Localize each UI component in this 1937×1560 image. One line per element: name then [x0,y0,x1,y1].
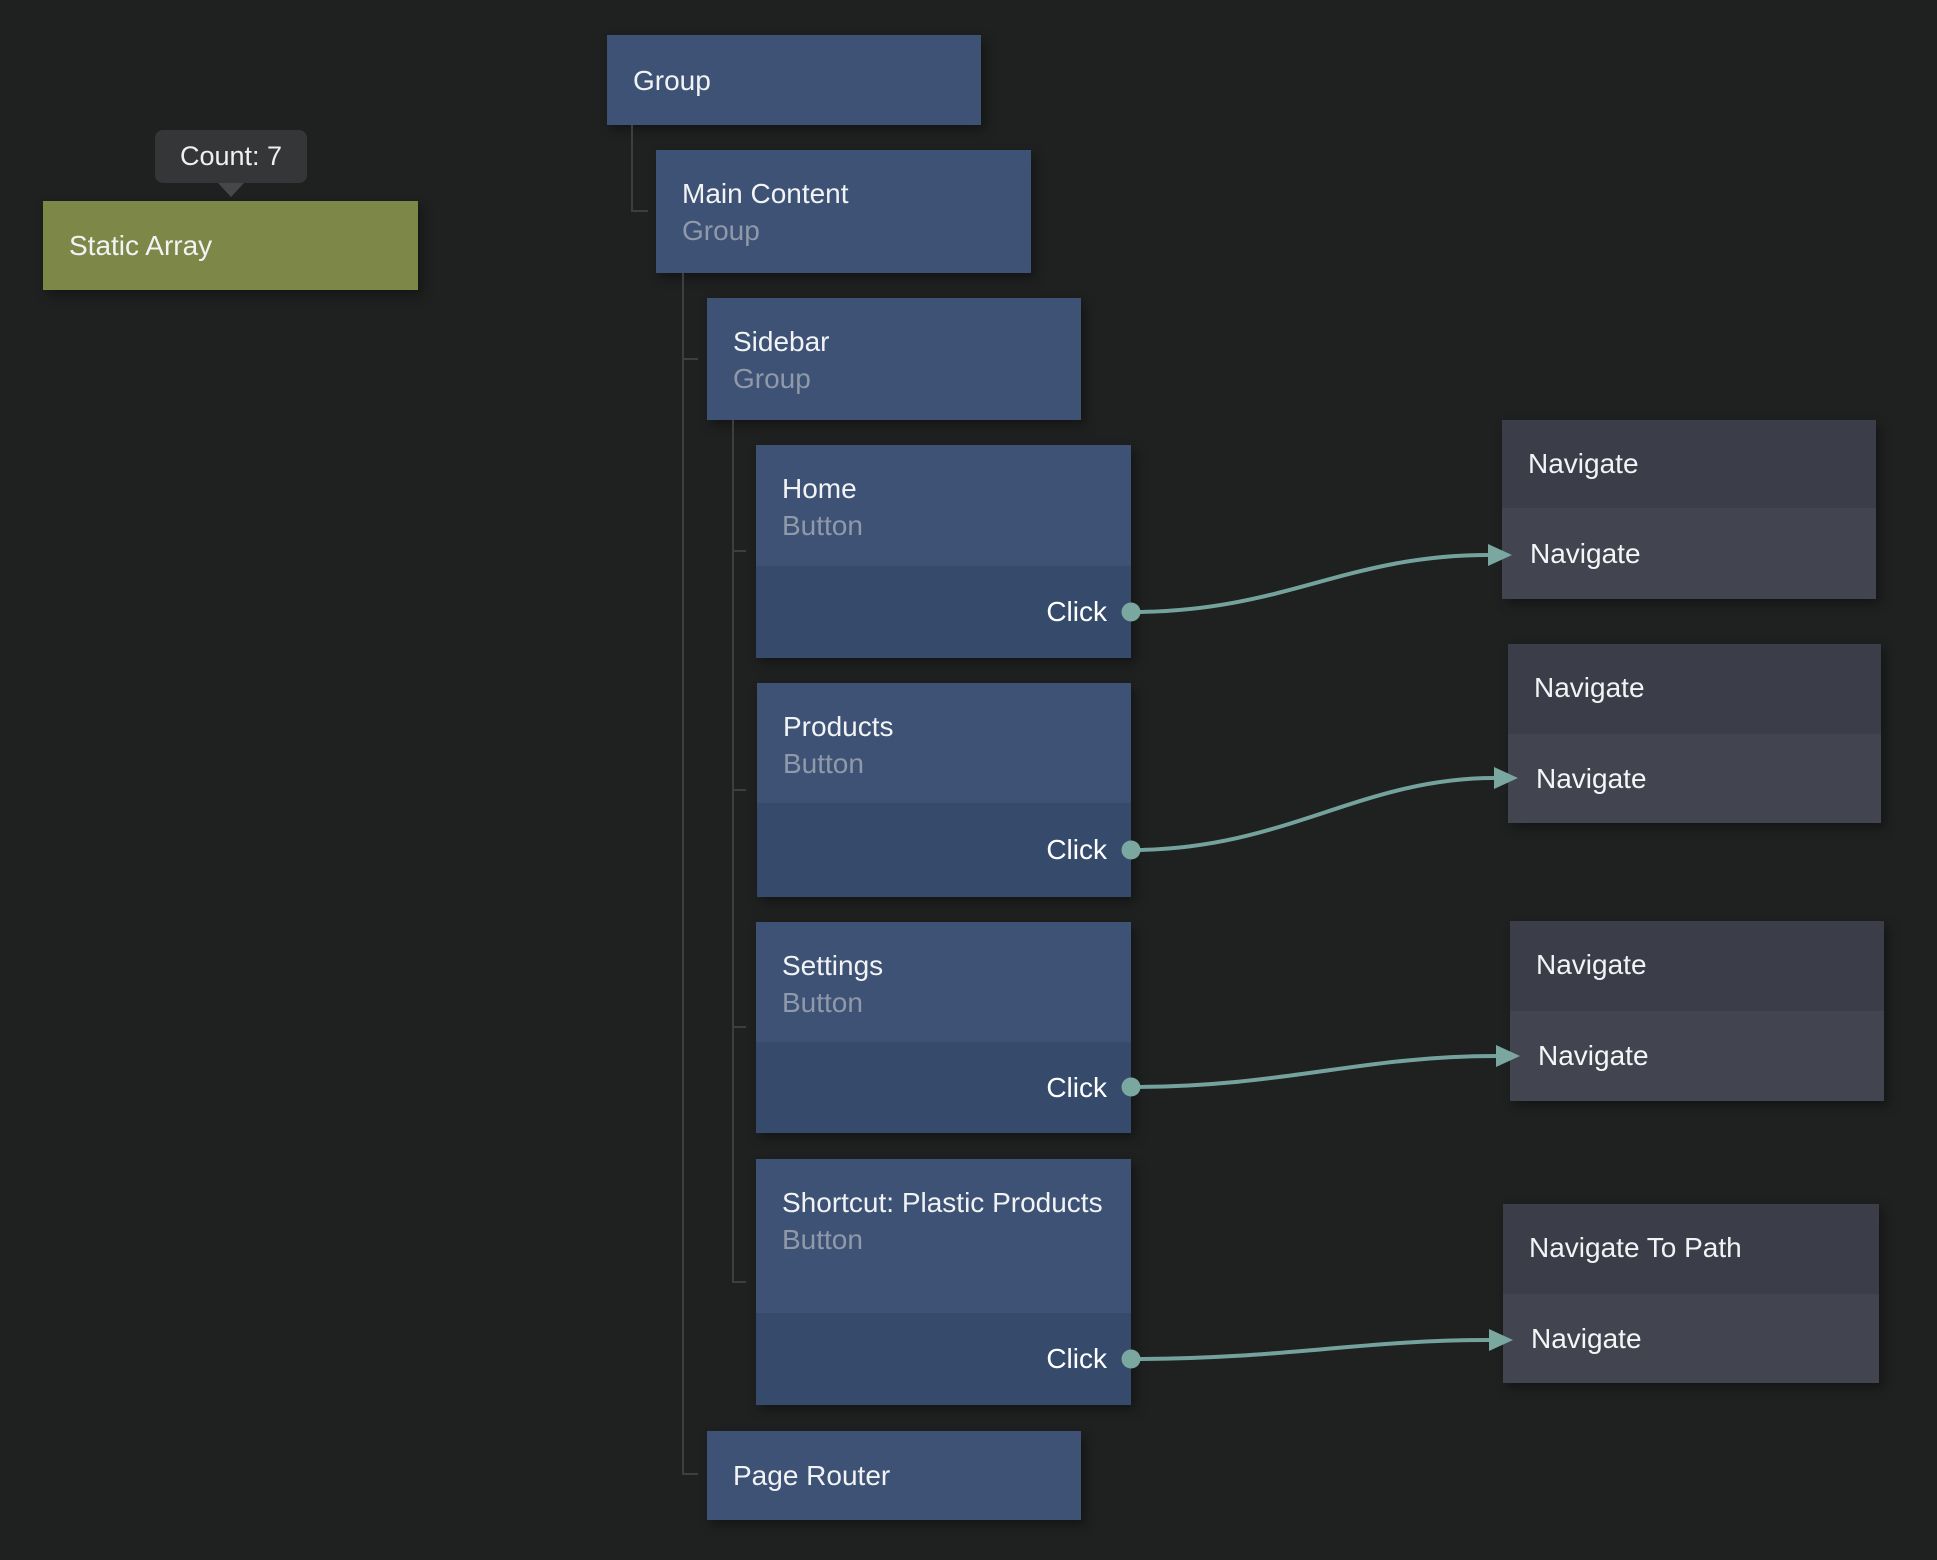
node-title: Home [782,473,857,504]
node-header: Products Button [757,683,1131,803]
node-shortcut-plastic-products[interactable]: Shortcut: Plastic Products Button Click [756,1159,1131,1405]
node-output-row: Click [757,803,1131,897]
node-header: Sidebar Group [707,298,1081,397]
output-port-label: Click [1046,1071,1107,1103]
node-subtitle: Button [782,1224,863,1255]
node-title: Settings [782,950,884,981]
node-page-router[interactable]: Page Router [707,1431,1081,1520]
node-header: Navigate [1508,644,1881,734]
tree-line-main-content-children [682,273,698,1475]
node-title: Page Router [733,1460,891,1491]
node-header: Navigate To Path [1503,1204,1879,1294]
node-navigate-3[interactable]: Navigate Navigate [1510,921,1884,1101]
tree-line-sidebar-children [732,420,746,1283]
node-sidebar[interactable]: Sidebar Group [707,298,1081,420]
node-main-content[interactable]: Main Content Group [656,150,1031,273]
node-title: Sidebar [733,326,830,357]
node-title: Static Array [69,230,213,261]
node-navigate-2[interactable]: Navigate Navigate [1508,644,1881,823]
node-output-row: Click [756,566,1131,658]
count-tooltip-text: Count: 7 [179,141,283,171]
wire-shortcut-click-to-navigate-to-path[interactable] [1130,1338,1490,1361]
node-header: Navigate [1510,921,1884,1011]
node-input-row: Navigate [1510,1011,1884,1101]
node-title: Navigate To Path [1529,1232,1742,1263]
output-port-label: Click [1046,596,1107,627]
node-header: Navigate [1502,420,1876,508]
count-tooltip: Count: 7 [155,130,307,197]
wire-products-click-to-navigate-2[interactable] [1130,776,1495,852]
node-navigate-1[interactable]: Navigate Navigate [1502,420,1876,599]
node-settings[interactable]: Settings Button Click [756,922,1131,1133]
node-output-row: Click [756,1313,1131,1405]
tooltip-caret [218,183,244,197]
node-title: Navigate [1536,949,1647,980]
input-port-label: Navigate [1530,537,1641,569]
node-subtitle: Group [682,215,760,246]
node-title: Navigate [1534,672,1645,703]
node-title: Navigate [1528,448,1639,479]
node-subtitle: Button [783,748,864,779]
input-port-label: Navigate [1531,1322,1642,1354]
node-title: Products [783,711,894,742]
input-port-label: Navigate [1536,762,1647,794]
node-header: Shortcut: Plastic Products Button [756,1159,1131,1313]
input-port-label: Navigate [1538,1040,1649,1071]
wire-home-click-to-navigate-1[interactable] [1130,553,1489,614]
output-port-label: Click [1046,1343,1107,1374]
node-products[interactable]: Products Button Click [757,683,1131,897]
node-header: Settings Button [756,922,1131,1042]
node-input-row: Navigate [1503,1294,1879,1383]
node-input-row: Navigate [1502,508,1876,599]
node-subtitle: Group [733,363,811,394]
tree-line-group-children [631,125,648,212]
output-port-label: Click [1046,834,1107,865]
node-subtitle: Button [782,987,863,1018]
node-group[interactable]: Group [607,35,981,125]
node-home[interactable]: Home Button Click [756,445,1131,658]
node-title: Main Content [682,178,849,209]
node-header: Main Content Group [656,150,1031,249]
node-static-array[interactable]: Static Array [43,201,418,290]
node-title: Shortcut: Plastic Products [782,1187,1103,1218]
node-header: Home Button [756,445,1131,566]
node-navigate-to-path[interactable]: Navigate To Path Navigate [1503,1204,1879,1383]
node-title: Group [633,64,711,96]
node-subtitle: Button [782,510,863,541]
wire-settings-click-to-navigate-3[interactable] [1130,1054,1497,1089]
node-input-row: Navigate [1508,734,1881,823]
node-output-row: Click [756,1042,1131,1133]
